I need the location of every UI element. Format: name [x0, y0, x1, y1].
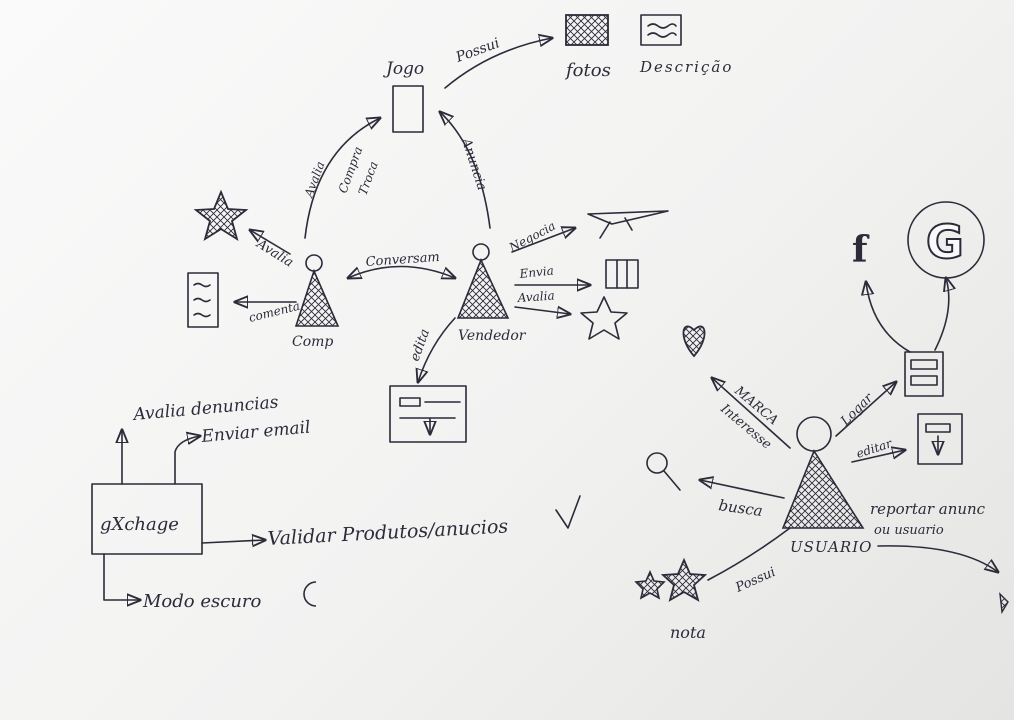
photo-icon	[565, 14, 609, 46]
edge-vendedor-jogo	[440, 112, 491, 229]
user-figure-icon	[472, 243, 490, 261]
svg-text:G: G	[926, 215, 964, 269]
edge-avalia-jogo-label: Avalia	[301, 160, 327, 200]
gxchange-label: gXchage	[100, 514, 179, 535]
edge-possui-nota-label: Possui	[733, 565, 778, 596]
vendedor-actor: Vendedor	[456, 243, 527, 344]
avalia-denuncias-label: Avalia denuncias	[131, 392, 280, 425]
usuario-label: USUARIO	[790, 538, 872, 556]
edge-negocia	[511, 228, 575, 253]
edge-enviar-email	[174, 436, 200, 485]
jogo-node: Jogo	[383, 59, 424, 133]
edge-logar	[835, 382, 896, 437]
edge-possui	[444, 38, 552, 89]
edge-comp-jogo	[304, 118, 380, 239]
checkmark-icon	[555, 495, 581, 529]
edge-modo-escuro	[103, 553, 140, 600]
reportar-line2: ou usuario	[874, 523, 944, 538]
facebook-icon: f	[852, 229, 870, 271]
nota-stars-icon	[634, 557, 708, 602]
edit-form-icon	[917, 413, 963, 465]
edge-envia-label: Envia	[518, 263, 555, 281]
edge-edita-label: edita	[408, 327, 433, 363]
validar-label: Validar Produtos/anucios	[267, 515, 509, 550]
usuario-actor: USUARIO	[781, 416, 872, 556]
login-form-icon	[904, 351, 944, 397]
edge-vend-avalia-label: Avalia	[516, 288, 555, 305]
edge-vend-avalia	[514, 307, 570, 314]
edge-logar-label: Logar	[838, 390, 877, 429]
edge-edita	[418, 317, 456, 382]
star-icon	[193, 189, 249, 241]
nota-label: nota	[670, 623, 706, 642]
edge-conversam	[348, 265, 455, 279]
edge-comp-avalia-label: Avalia	[253, 236, 296, 270]
edge-possui-nota	[707, 527, 791, 581]
comp-label: Comp	[292, 334, 333, 350]
user-figure-icon	[305, 254, 323, 272]
edge-anuncia-label: Anuncia	[458, 136, 489, 193]
heart-icon	[682, 325, 706, 358]
comp-actor: Comp	[292, 254, 340, 350]
edge-busca	[700, 480, 785, 499]
vendedor-label: Vendedor	[458, 328, 527, 344]
edge-editar	[851, 450, 905, 463]
edge-busca-label: busca	[717, 496, 763, 520]
enviar-email-label: Enviar email	[200, 418, 312, 448]
package-icon	[605, 259, 639, 289]
report-icon	[999, 592, 1009, 615]
gxchange-system: gXchage	[91, 483, 203, 555]
edge-validar	[201, 540, 265, 543]
user-figure-icon	[796, 416, 832, 452]
modo-escuro-label: Modo escuro	[142, 591, 262, 612]
edge-marca-interesse	[712, 378, 791, 449]
descricao-label: Descrição	[639, 58, 733, 76]
edge-google	[934, 278, 949, 351]
form-icon	[389, 385, 467, 442]
edge-facebook	[866, 282, 911, 353]
moon-icon	[303, 581, 317, 607]
review-doc-icon	[187, 272, 219, 328]
search-icon	[646, 452, 681, 491]
edge-possui-label: Possui	[453, 35, 502, 66]
plane-icon	[587, 210, 669, 239]
jogo-label: Jogo	[383, 59, 424, 79]
edge-conversam-label: Conversam	[365, 250, 440, 270]
edge-reportar	[877, 545, 998, 572]
fotos-label: fotos	[564, 60, 611, 81]
edge-comp-avalia	[250, 230, 291, 255]
google-icon: G	[907, 201, 985, 279]
reportar-line1: reportar anunc	[870, 500, 986, 518]
star-icon	[580, 296, 628, 340]
description-icon	[640, 14, 682, 46]
